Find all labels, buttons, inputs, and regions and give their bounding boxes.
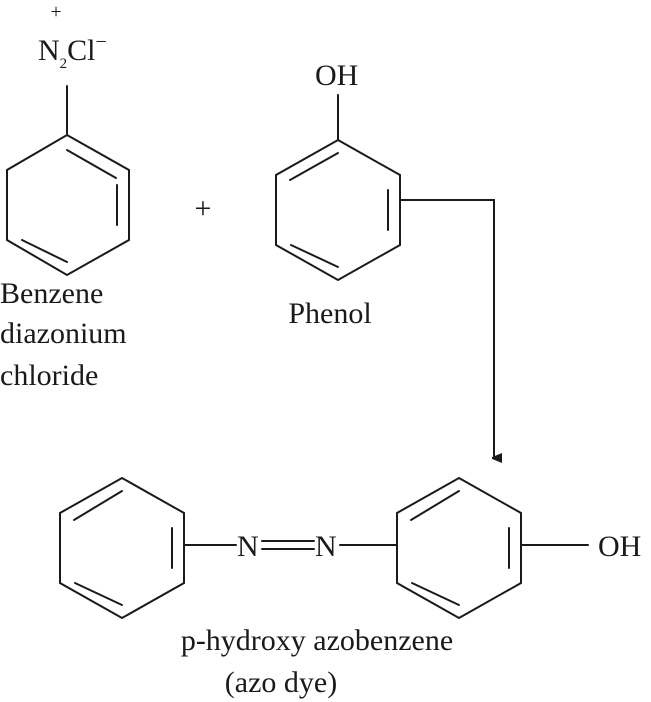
ring-double-bond	[66, 149, 117, 179]
reactant-1-name-line-2: diazonium	[0, 317, 127, 350]
azo-nitrogen-2: N	[315, 530, 337, 563]
ring-double-bond	[21, 239, 68, 263]
hydroxyl-label: OH	[315, 59, 358, 92]
right-benzene-ring	[396, 476, 522, 620]
product-name-line-2: (azo dye)	[225, 666, 337, 699]
ring-double-bond	[410, 490, 460, 521]
ring-double-bond	[74, 582, 123, 606]
hydroxyl-label: OH	[598, 530, 641, 563]
reactant-1-name-line-3: chloride	[0, 359, 98, 392]
plus-sign: +	[195, 192, 212, 225]
reaction-arrow	[399, 199, 494, 458]
chloride-symbol: Cl	[67, 34, 95, 67]
ring-double-bond	[289, 152, 339, 181]
benzene-ring	[275, 138, 401, 282]
azo-nitrogen-1: N	[237, 530, 259, 563]
positive-charge: +	[50, 1, 61, 23]
diazonium-group-label: N2Cl−	[38, 31, 107, 72]
p-hydroxy-azobenzene-structure: N N OH	[59, 476, 641, 620]
reactant-1-name-line-1: Benzene	[0, 277, 103, 310]
phenol-structure: OH	[275, 59, 401, 282]
nitrogen-symbol: N	[38, 34, 60, 67]
ring-double-bond	[290, 244, 339, 268]
phenol-name: Phenol	[288, 297, 371, 330]
negative-charge: −	[96, 31, 107, 53]
benzene-diazonium-chloride-structure: + N2Cl−	[6, 1, 130, 277]
product-name-line-1: p-hydroxy azobenzene	[181, 624, 453, 657]
left-benzene-ring	[59, 476, 185, 620]
ring-double-bond	[73, 490, 123, 521]
benzene-ring	[6, 133, 130, 277]
nitrogen-subscript: 2	[60, 56, 68, 72]
ring-double-bond	[411, 582, 460, 606]
